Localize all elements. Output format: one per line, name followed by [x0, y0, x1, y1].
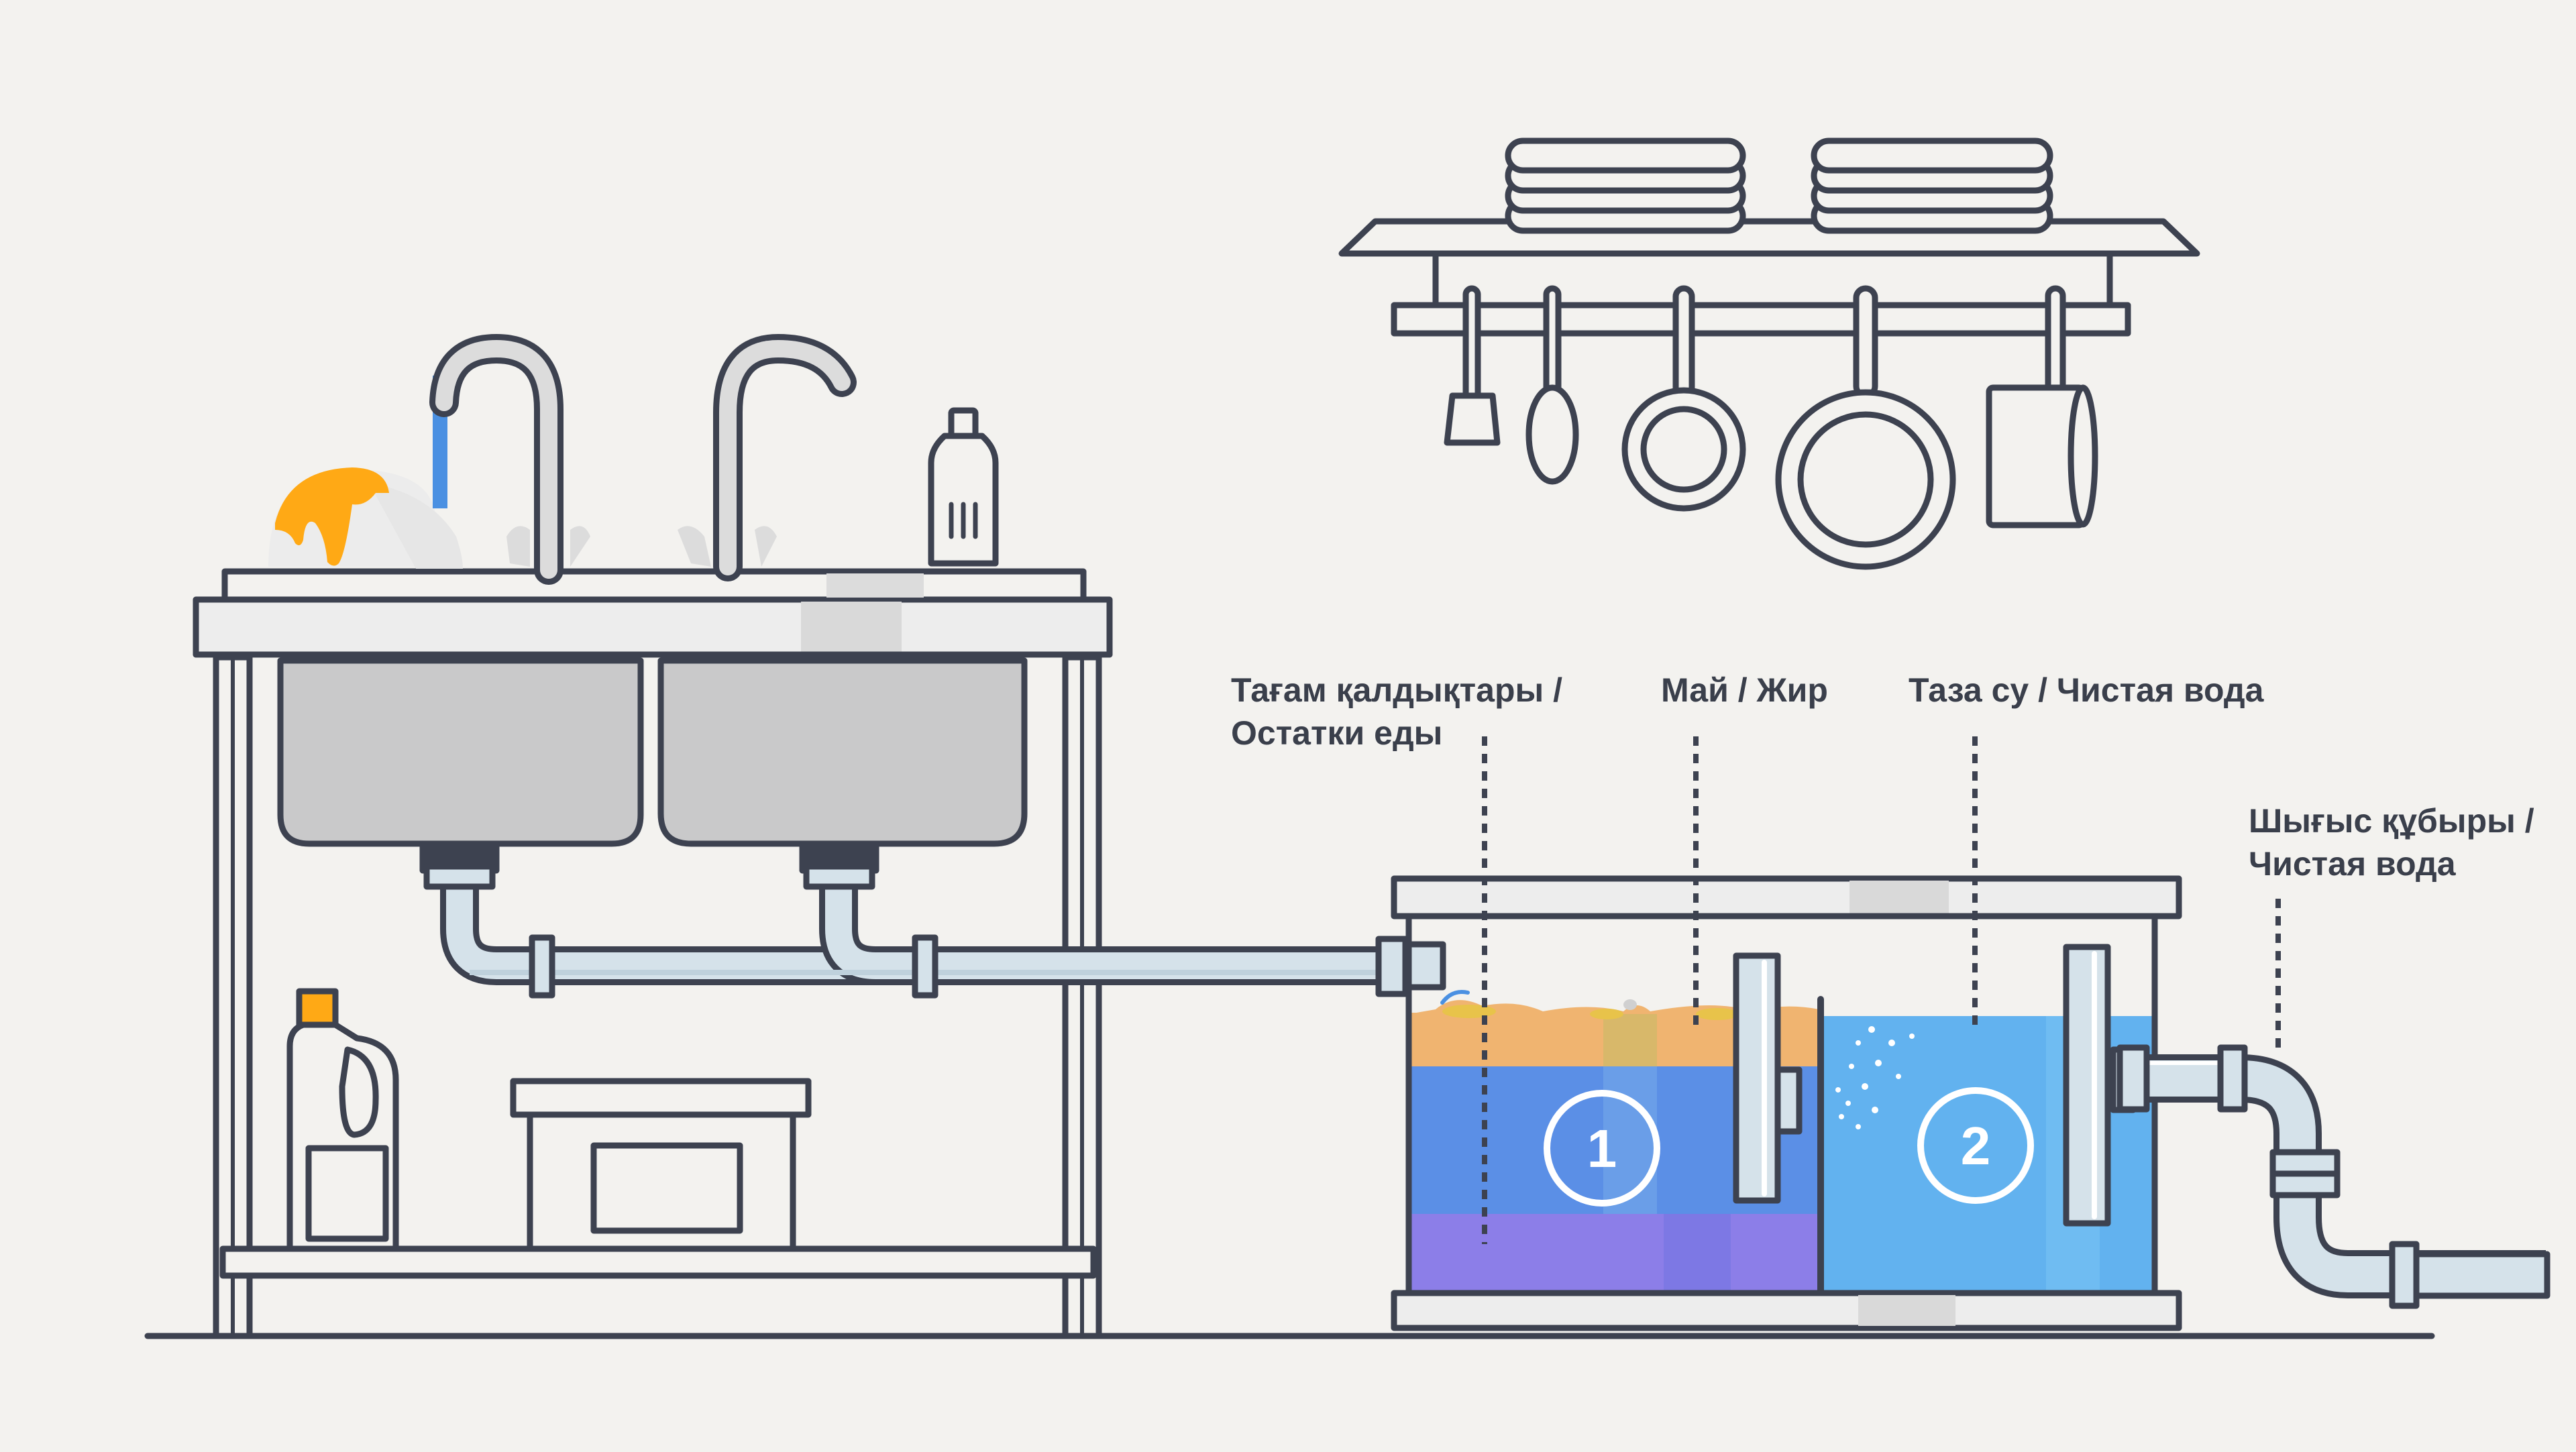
food-waste-label-line2: Остатки еды [1231, 714, 1443, 752]
plate-stack-icon [1811, 137, 2053, 234]
grease-label: Май / Жир [1661, 669, 1828, 712]
faucet-icon [429, 334, 590, 585]
leader-lines [1482, 736, 2281, 1244]
dirty-plate-icon [268, 467, 463, 569]
storage-box-icon [510, 1078, 812, 1252]
clean-water-label: Таза су / Чистая вода [1909, 669, 2263, 712]
food-waste-label: Тағам қалдықтары / Остатки еды [1231, 669, 1562, 755]
sediment-layer [1409, 1214, 1819, 1293]
chamber-1-number: 1 [1587, 1119, 1617, 1178]
kitchen-utensils-icon [1444, 285, 2098, 570]
bubbles-icon [1835, 1026, 1915, 1129]
chamber-2-number: 2 [1961, 1116, 1991, 1176]
detergent-bottle-icon [286, 988, 399, 1252]
grease-trap-icon: 1 2 [1391, 875, 2551, 1331]
clean-water-label-line1: Таза су / Чистая вода [1909, 671, 2264, 709]
sink-unit [193, 334, 1446, 1339]
sink-icon [277, 657, 1028, 874]
pipe-icon [423, 863, 1446, 999]
faucet-icon [678, 334, 857, 581]
grease-label-line1: Май / Жир [1661, 671, 1828, 709]
outlet-pipe-icon [2116, 1044, 2551, 1309]
outlet-label-line1: Шығыс құбыры / [2249, 802, 2534, 840]
dish-soap-icon [928, 407, 999, 567]
outlet-label-line2: Чистая вода [2249, 845, 2456, 883]
outlet-label: Шығыс құбыры / Чистая вода [2249, 799, 2534, 885]
plate-stack-icon [1505, 137, 1746, 234]
plate-rack-icon [1338, 137, 2200, 337]
chamber-number-badge: 1 [1544, 1090, 1660, 1207]
food-waste-label-line1: Тағам қалдықтары / [1231, 671, 1562, 709]
chamber-number-badge: 2 [1917, 1087, 2034, 1204]
